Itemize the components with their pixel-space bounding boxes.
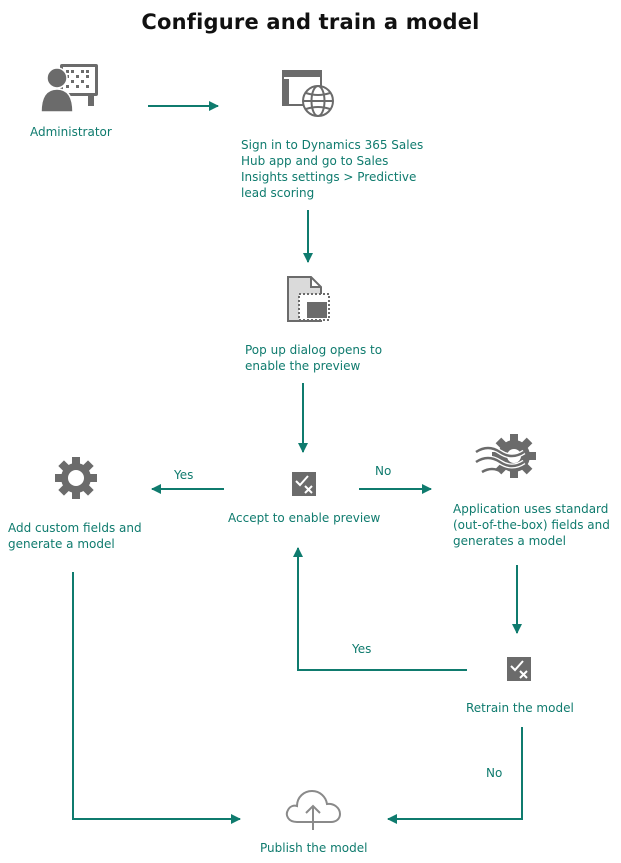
checkbox-decision-icon [292, 472, 316, 496]
browser-globe-icon [282, 70, 334, 117]
edge-label-yes-custom: Yes [174, 468, 194, 482]
node-publish-label: Publish the model [260, 841, 368, 855]
node-accept-preview-label: Accept to enable preview [228, 511, 381, 525]
checkbox-decision-icon [507, 657, 531, 681]
gear-wind-icon [474, 434, 536, 478]
cloud-upload-icon [285, 789, 342, 830]
gear-icon [55, 457, 97, 499]
arrow-retrain-to-publish [387, 727, 523, 824]
admin-user-icon [40, 64, 98, 113]
arrow-custom-to-publish [72, 572, 241, 824]
node-standard-fields-label: Application uses standard (out-of-the-bo… [453, 502, 610, 548]
edge-label-yes-retrain: Yes [352, 642, 372, 656]
node-custom-fields-label: Add custom fields and generate a model [8, 521, 142, 551]
edge-label-no-publish: No [486, 766, 503, 780]
node-administrator-label: Administrator [30, 125, 112, 139]
diagram-title: Configure and train a model [141, 10, 480, 34]
node-sign-in-label: Sign in to Dynamics 365 Sales Hub app an… [241, 138, 424, 200]
dialog-document-icon [287, 276, 330, 322]
arrow-retrain-to-accept [293, 547, 467, 671]
node-popup-dialog-label: Pop up dialog opens to enable the previe… [245, 343, 383, 373]
node-retrain-label: Retrain the model [466, 701, 574, 715]
edge-label-no-standard: No [375, 464, 392, 478]
